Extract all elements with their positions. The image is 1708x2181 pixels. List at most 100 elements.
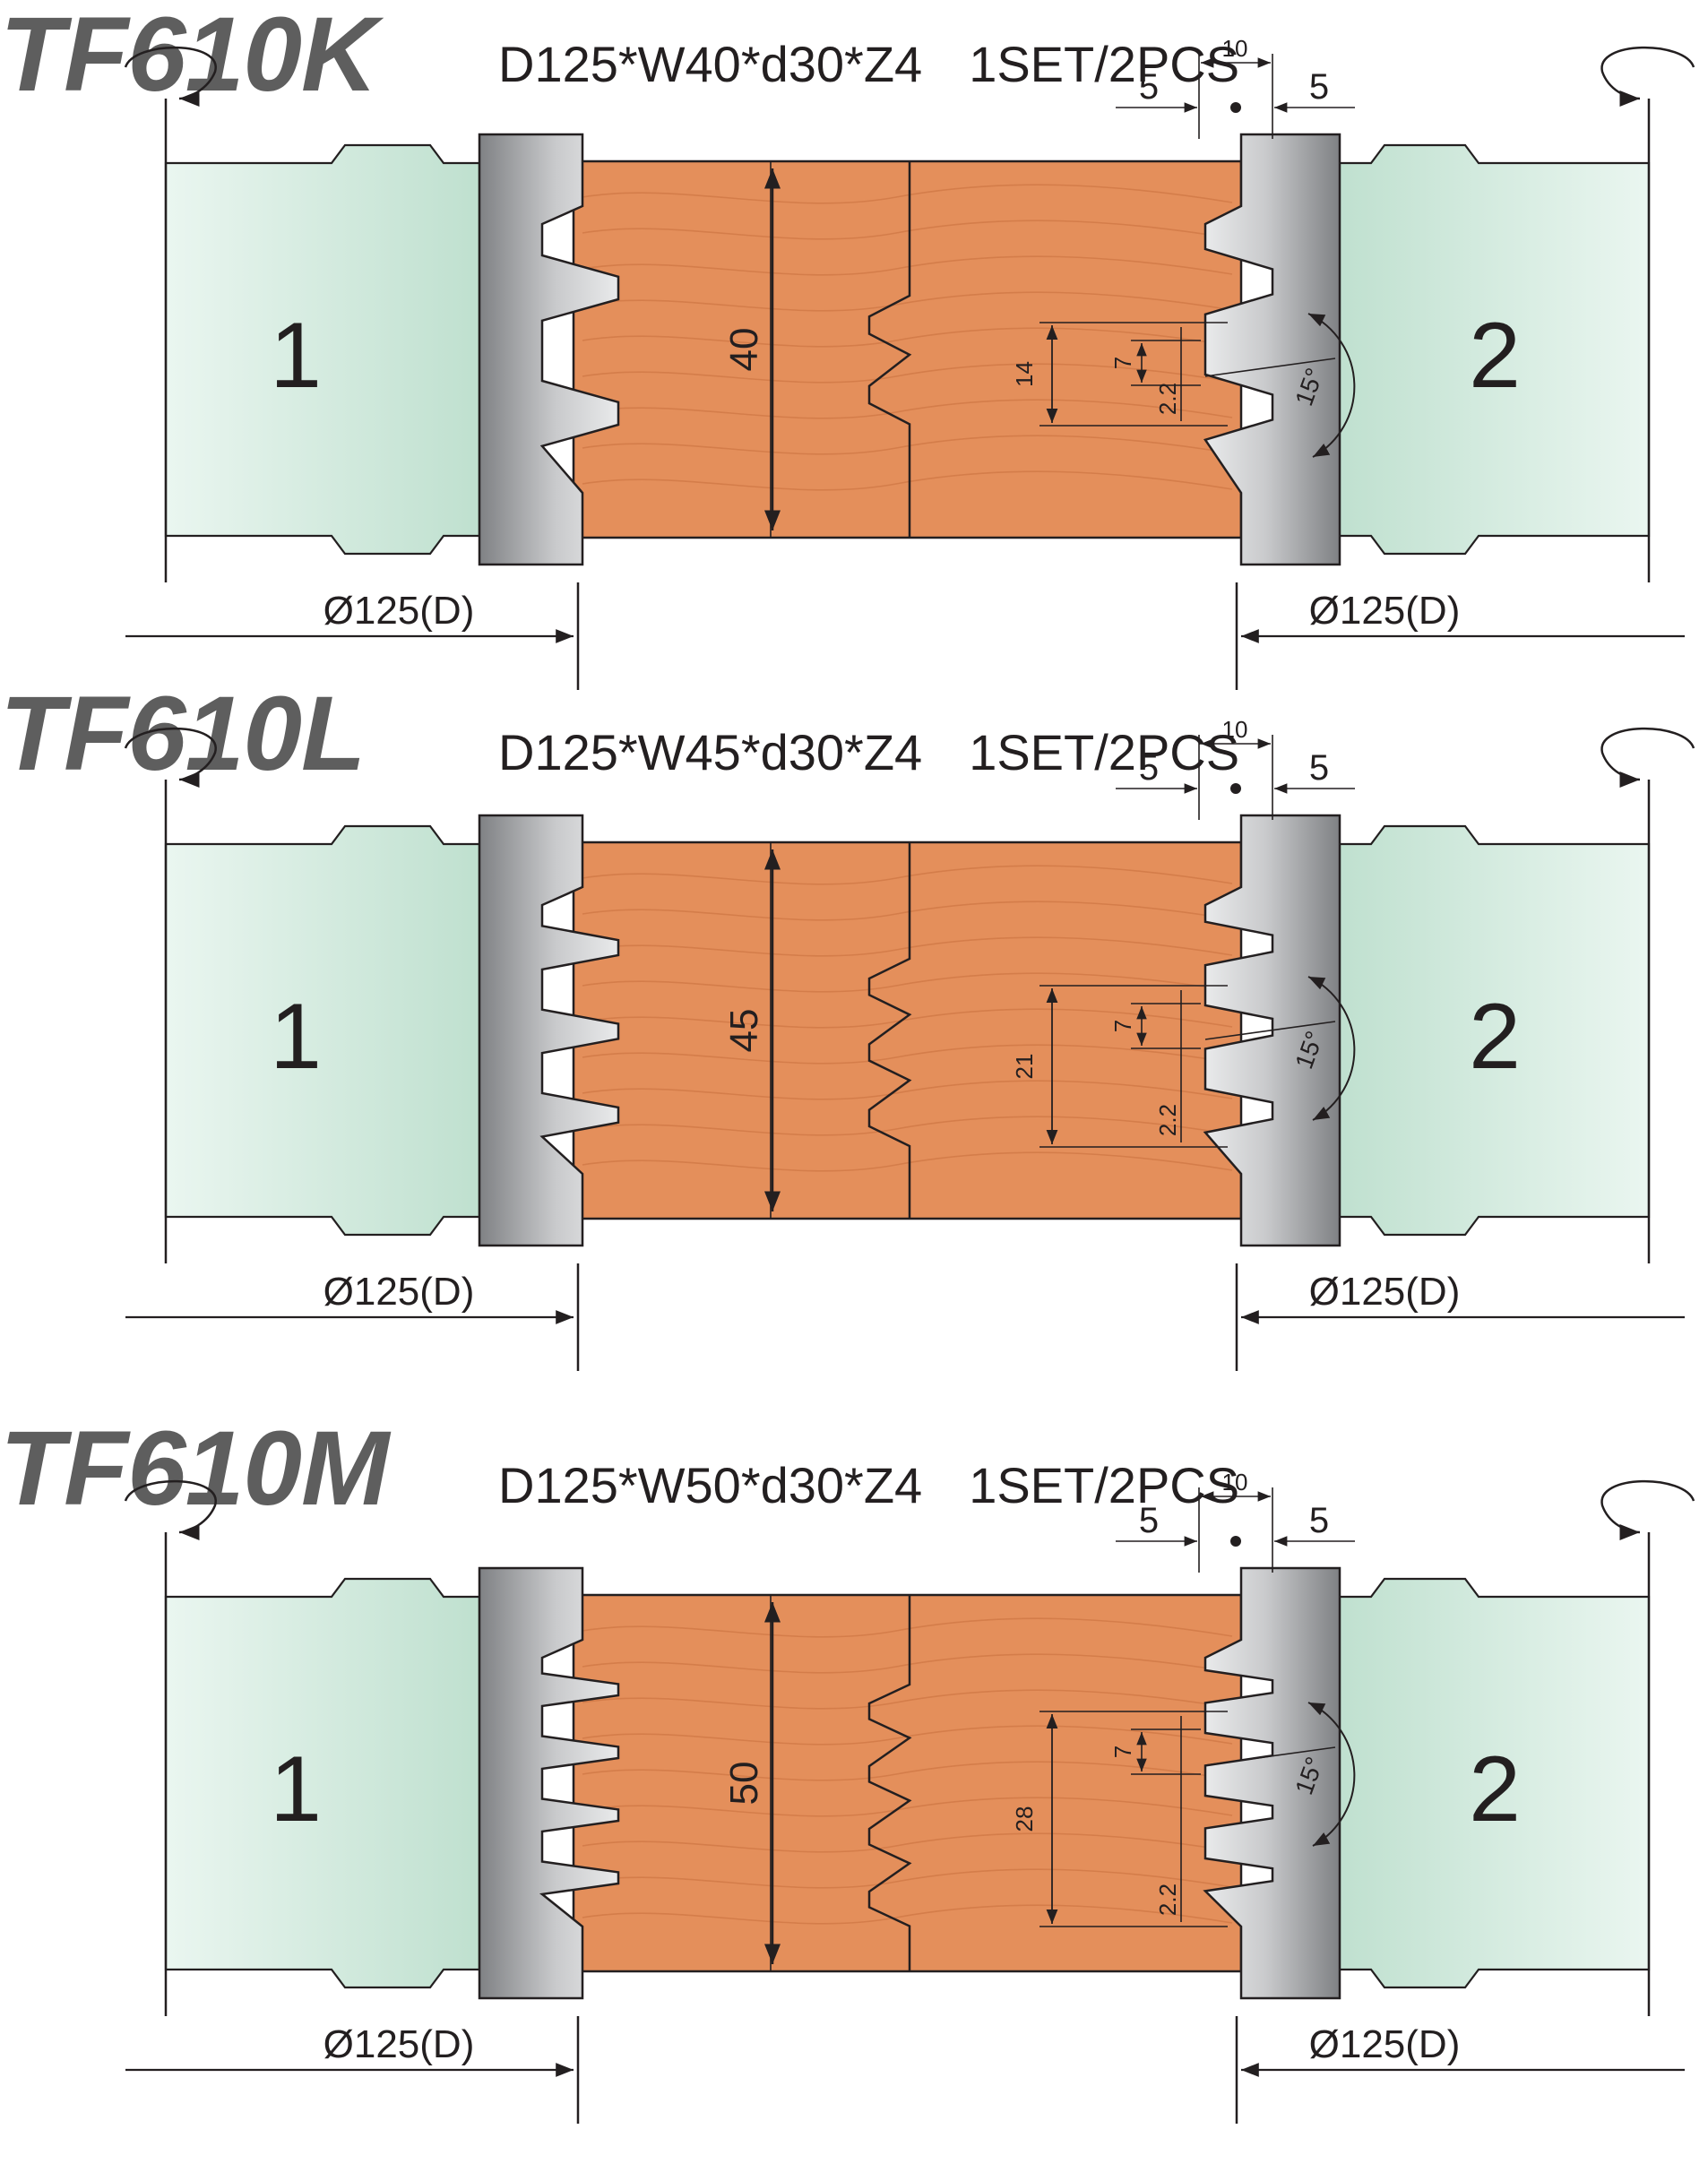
wood-grain-line (582, 220, 1233, 240)
tooth-pitch-label: 7 (1109, 357, 1136, 369)
wood-grain-line (582, 1080, 1233, 1100)
center-dot (1230, 102, 1241, 113)
wood-grain-line (582, 435, 1233, 455)
wood-grain-line (582, 1617, 1233, 1638)
right-cutter-steel (1203, 133, 1341, 566)
diameter-label-left: Ø125(D) (323, 2022, 475, 2066)
right-gap-label: 5 (1309, 748, 1329, 788)
diameter-label-right: Ø125(D) (1309, 2022, 1461, 2066)
spec-dimensions: D125*W45*d30*Z4 (498, 724, 923, 780)
wood-grain-line (582, 1151, 1233, 1172)
diameter-label-left: Ø125(D) (323, 1270, 475, 1314)
wood-grain-line (582, 399, 1233, 419)
right-gap-label: 5 (1309, 1501, 1329, 1540)
center-dot (1230, 1536, 1241, 1547)
center-dot (1230, 783, 1241, 794)
width-dimension-label: 40 (722, 328, 766, 372)
model-spec: D125*W40*d30*Z4 1SET/2PCS (498, 39, 1239, 90)
spec-dimensions: D125*W40*d30*Z4 (498, 36, 923, 92)
left-gap-label: 5 (1139, 67, 1159, 107)
rotation-arrow-icon (1600, 1479, 1695, 1540)
rotation-arrow-icon (124, 1479, 217, 1540)
finger-joint-profile (867, 1595, 912, 1971)
cutter-label-1: 1 (270, 304, 322, 408)
angle-ref-line (1204, 1021, 1336, 1040)
wood-grain-line (582, 255, 1233, 276)
wood-grain-line (582, 865, 1233, 885)
joint-height-label: 21 (1011, 1054, 1038, 1080)
cutter-label-1: 1 (270, 1737, 322, 1841)
tooth-pitch-label: 7 (1109, 1020, 1136, 1032)
wood-grain-line (582, 1868, 1233, 1889)
wood-grain-line (582, 1832, 1233, 1853)
model-title: TF610K (0, 0, 377, 114)
angle-arc (1307, 1702, 1356, 1847)
left-cutter-steel (478, 1566, 620, 2000)
cutter-label-2: 2 (1469, 304, 1521, 408)
wood-grain-line (582, 470, 1233, 491)
cutter-label-1: 1 (270, 985, 322, 1089)
wood-grain-line (582, 972, 1233, 993)
right-gap-label: 5 (1309, 67, 1329, 107)
left-shaft (164, 143, 481, 556)
wood-grain-line (582, 184, 1233, 204)
left-shaft (164, 1577, 481, 1989)
top-span-label: 10 (1222, 1469, 1248, 1496)
top-span-label: 10 (1222, 35, 1248, 62)
cutter-label-2: 2 (1469, 1737, 1521, 1841)
angle-arc (1307, 313, 1356, 458)
joint-height-label: 28 (1011, 1806, 1038, 1832)
wood-grain-line (582, 1761, 1233, 1781)
top-span-label: 10 (1222, 716, 1248, 743)
wood-grain-line (582, 936, 1233, 957)
tooth-pitch-label: 7 (1109, 1746, 1136, 1758)
angle-ref-line (1204, 1746, 1336, 1766)
finger-joint-profile (867, 842, 912, 1219)
spec-dimensions: D125*W50*d30*Z4 (498, 1457, 923, 1513)
wood-grain-line (582, 291, 1233, 312)
spec-quantity: 1SET/2PCS (969, 36, 1240, 92)
offset-label: 2.2 (1154, 1884, 1181, 1916)
wood-grain-line (582, 1008, 1233, 1029)
wood-workpiece (572, 159, 1243, 539)
left-cutter-steel (478, 133, 620, 566)
finger-joint-profile (867, 161, 912, 538)
wood-workpiece (572, 1593, 1243, 1973)
angle-ref-line (1204, 358, 1336, 377)
offset-label: 2.2 (1154, 383, 1181, 415)
model-title: TF610L (0, 675, 366, 793)
right-cutter-steel (1203, 1566, 1341, 2000)
wood-grain-line (582, 1116, 1233, 1136)
rotation-arrow-icon (1600, 46, 1695, 107)
wood-grain-line (582, 1044, 1233, 1065)
left-shaft (164, 824, 481, 1237)
rotation-arrow-icon (1600, 727, 1695, 788)
diameter-label-right: Ø125(D) (1309, 589, 1461, 633)
wood-grain-line (582, 327, 1233, 348)
model-title: TF610M (0, 1409, 389, 1528)
diameter-label-right: Ø125(D) (1309, 1270, 1461, 1314)
width-dimension-label: 45 (722, 1009, 766, 1053)
spec-quantity: 1SET/2PCS (969, 1457, 1240, 1513)
left-gap-label: 5 (1139, 748, 1159, 788)
wood-grain-line (582, 1653, 1233, 1674)
wood-grain-line (582, 1725, 1233, 1746)
diameter-label-left: Ø125(D) (323, 589, 475, 633)
wood-grain-line (582, 1904, 1233, 1925)
joint-height-label: 14 (1011, 361, 1038, 387)
section-tf610k: TF610K D125*W40*d30*Z4 1SET/2PCS 1 2 40 10 5 5… (0, 0, 1708, 699)
left-cutter-steel (478, 814, 620, 1247)
rotation-arrow-icon (124, 727, 217, 788)
left-gap-label: 5 (1139, 1501, 1159, 1540)
wood-grain-line (582, 363, 1233, 384)
cutter-label-2: 2 (1469, 985, 1521, 1089)
width-dimension-label: 50 (722, 1762, 766, 1806)
spec-quantity: 1SET/2PCS (969, 724, 1240, 780)
